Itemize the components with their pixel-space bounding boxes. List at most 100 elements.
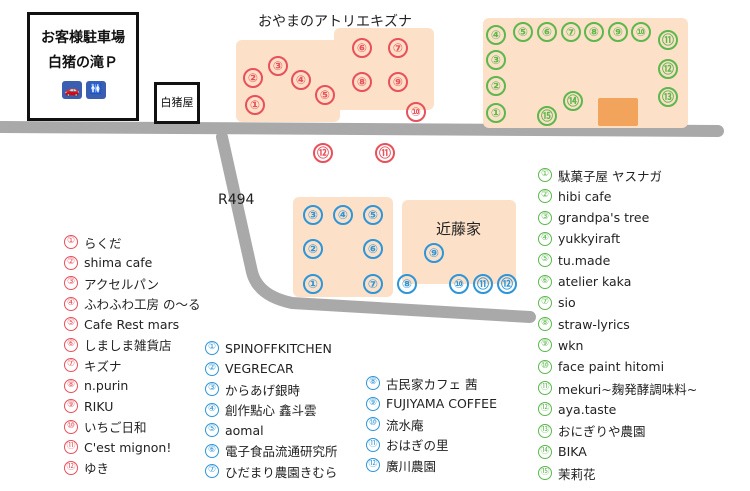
green-marker-14: ⑭ xyxy=(563,91,583,111)
red-marker-11: ⑪ xyxy=(375,143,395,163)
legend-label: tu.made xyxy=(558,252,611,268)
green-marker-10: ⑩ xyxy=(631,22,651,42)
legend-number: ⑫ xyxy=(64,460,78,475)
atelier-label: おやまのアトリエキズナ xyxy=(258,14,412,30)
legend-green-item-8: ⑧ straw-lyrics xyxy=(538,315,630,333)
legend-label: おはぎの里 xyxy=(386,438,449,453)
green-area-sign xyxy=(598,98,638,126)
legend-number: ⑭ xyxy=(538,444,552,459)
legend-number: ③ xyxy=(538,210,552,225)
legend-number: ① xyxy=(205,341,219,355)
legend-label: 茉莉花 xyxy=(558,466,596,482)
hut-shiraiya: 白猪屋 xyxy=(154,82,200,124)
legend-blue-item-4: ④ 創作點心 鑫斗雲 xyxy=(205,401,316,419)
legend-label: wkn xyxy=(558,337,584,353)
legend-number: ① xyxy=(64,235,78,249)
legend-number: ⑫ xyxy=(538,402,552,417)
legend-number: ⑩ xyxy=(538,359,552,374)
legend-label: mekuri~麹発酵調味料~ xyxy=(558,381,698,397)
red-marker-1: ① xyxy=(245,95,265,115)
legend-red-item-8: ⑧ n.purin xyxy=(64,377,128,395)
blue-marker-10: ⑩ xyxy=(449,274,469,294)
blue-marker-4: ④ xyxy=(333,205,353,225)
legend-label: straw-lyrics xyxy=(558,316,630,332)
red-marker-12: ⑫ xyxy=(313,143,333,163)
parking-area: お客様駐車場 白猪の滝Ｐ 🚗 🚻 xyxy=(27,12,139,121)
legend-label: shima cafe xyxy=(84,255,153,270)
legend-number: ⑨ xyxy=(366,396,380,411)
blue-marker-7: ⑦ xyxy=(363,274,383,294)
legend-number: ④ xyxy=(538,231,552,246)
legend-label: FUJIYAMA COFFEE xyxy=(386,396,497,411)
green-marker-11: ⑪ xyxy=(658,30,678,50)
legend-label: RIKU xyxy=(84,398,114,414)
red-marker-9: ⑨ xyxy=(388,72,408,92)
red-marker-4: ④ xyxy=(291,70,311,90)
legend-number: ③ xyxy=(64,276,78,290)
legend-label: Cafe Rest mars xyxy=(84,316,180,332)
legend-label: aya.taste xyxy=(558,401,617,417)
legend-blue-item-11: ⑪ おはぎの里 xyxy=(366,436,449,454)
green-marker-13: ⑬ xyxy=(658,87,678,107)
legend-label: 廣川農園 xyxy=(386,458,437,474)
red-marker-6: ⑥ xyxy=(352,38,372,58)
green-marker-8: ⑧ xyxy=(584,22,604,42)
legend-number: ④ xyxy=(64,296,78,311)
blue-marker-3: ③ xyxy=(303,205,323,225)
legend-number: ⑤ xyxy=(64,317,78,331)
legend-number: ⑥ xyxy=(538,274,552,289)
legend-number: ③ xyxy=(205,382,219,396)
legend-label: aomal xyxy=(225,422,264,438)
legend-label: 駄菓子屋 ヤスナガ xyxy=(558,168,662,184)
legend-blue-item-3: ③ からあげ銀時 xyxy=(205,380,300,398)
legend-number: ⑩ xyxy=(366,417,380,431)
legend-label: キズナ xyxy=(84,358,122,374)
legend-number: ⑪ xyxy=(538,381,552,395)
legend-label: 流水庵 xyxy=(386,417,424,433)
legend-label: おにぎりや農園 xyxy=(558,424,646,440)
legend-number: ② xyxy=(64,255,78,270)
red-marker-8: ⑧ xyxy=(352,72,372,92)
legend-number: ⑧ xyxy=(64,378,78,393)
legend-green-item-9: ⑨ wkn xyxy=(538,336,583,354)
legend-label: からあげ銀時 xyxy=(225,382,301,398)
kondo-label: 近藤家 xyxy=(436,220,482,238)
legend-label: アクセルパン xyxy=(84,276,160,292)
legend-label: n.purin xyxy=(84,378,129,393)
legend-number: ⑦ xyxy=(64,358,78,372)
legend-green-item-11: ⑪ mekuri~麹発酵調味料~ xyxy=(538,379,697,397)
legend-number: ⑪ xyxy=(366,437,380,452)
road-label: R494 xyxy=(218,192,255,208)
legend-label: C'est mignon! xyxy=(84,439,172,455)
blue-marker-9: ⑨ xyxy=(424,243,444,263)
blue-marker-1: ① xyxy=(303,274,323,294)
green-marker-12: ⑫ xyxy=(658,59,678,79)
legend-number: ⑨ xyxy=(538,338,552,353)
zone-atelier-right xyxy=(334,28,434,110)
parking-subtitle: 白猪の滝Ｐ xyxy=(48,55,118,71)
legend-number: ② xyxy=(538,189,552,204)
main-road xyxy=(0,121,724,137)
legend-red-item-3: ③ アクセルパン xyxy=(64,274,159,292)
blue-marker-12: ⑫ xyxy=(497,274,517,294)
blue-marker-5: ⑤ xyxy=(363,205,383,225)
legend-number: ⑧ xyxy=(538,317,552,332)
legend-number: ④ xyxy=(205,402,219,417)
legend-label: 創作點心 鑫斗雲 xyxy=(225,403,317,418)
legend-label: らくだ xyxy=(84,235,122,251)
blue-marker-2: ② xyxy=(303,239,323,259)
